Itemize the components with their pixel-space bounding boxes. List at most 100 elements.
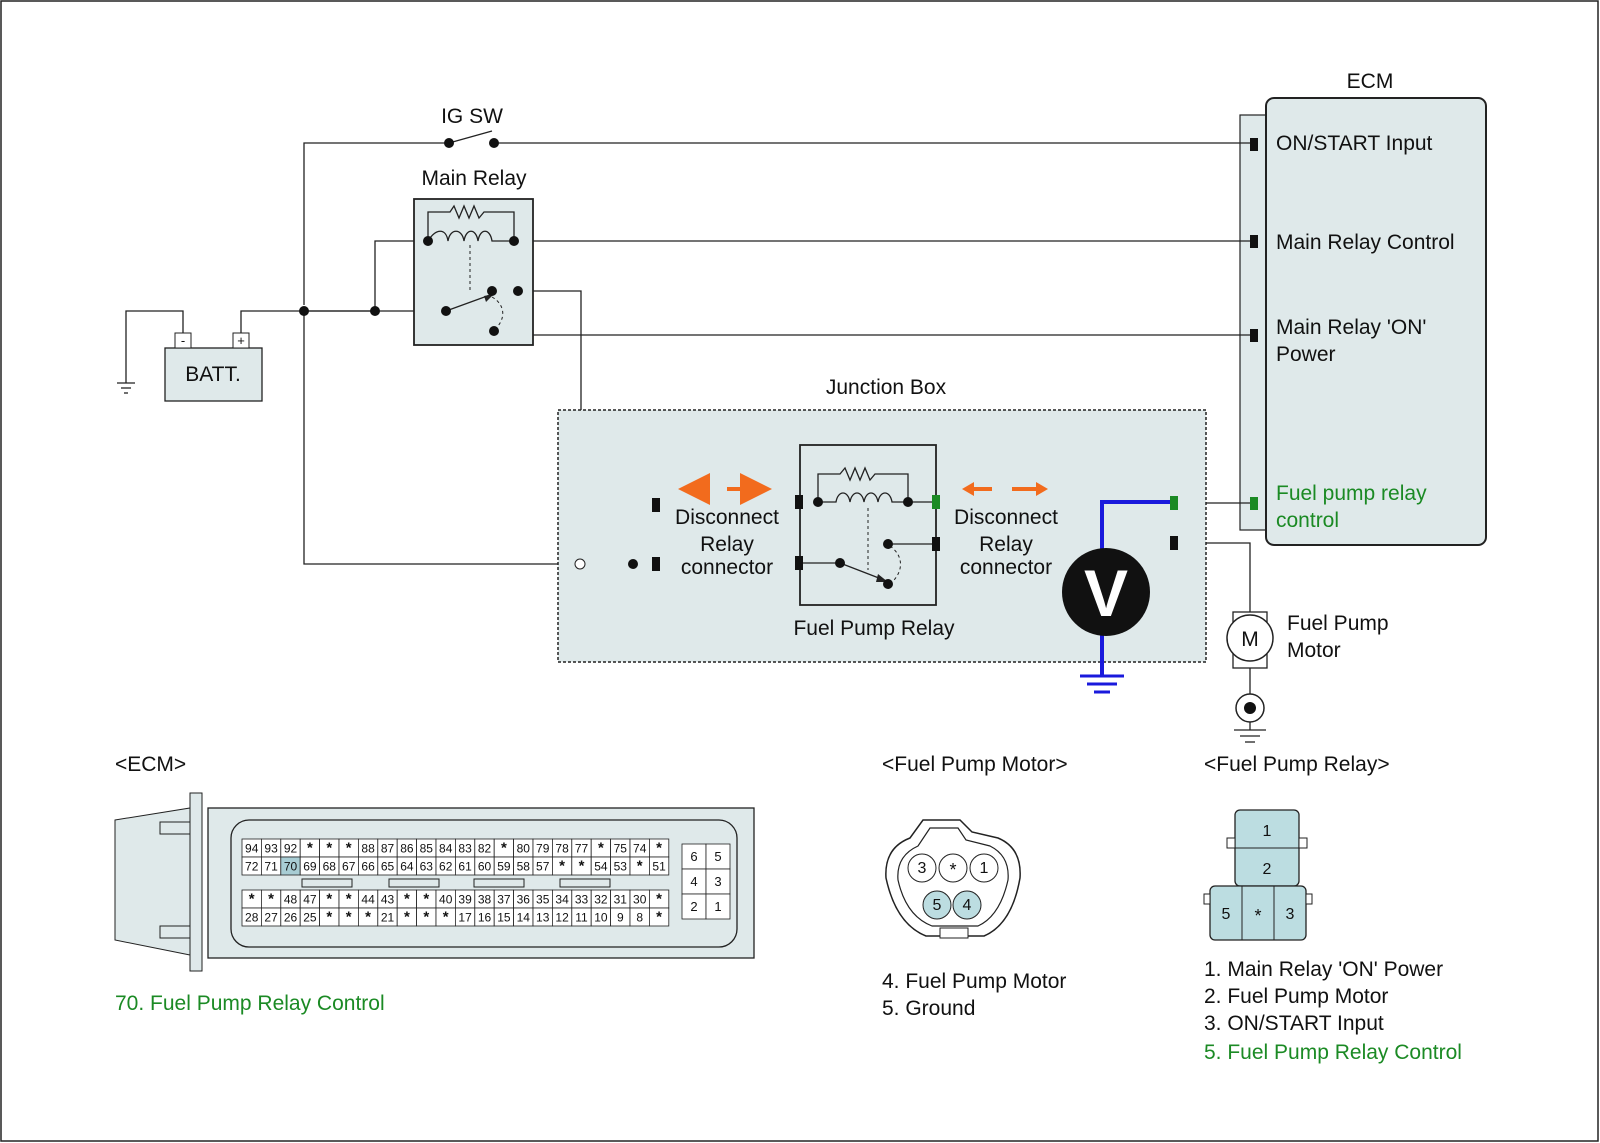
ecm-pin-label: 63 xyxy=(420,860,434,874)
ecm-pin-fuel-pump-relay-control-line2: control xyxy=(1276,509,1339,532)
motor-connector-pin: 4 xyxy=(963,897,972,914)
ecm-pin-label: 57 xyxy=(536,860,550,874)
fuel-pump-relay-connector: <Fuel Pump Relay> 1 2 5 * 3 1. Main Rela… xyxy=(1203,753,1462,1064)
ecm-pin-label: 32 xyxy=(594,893,608,907)
ecm-connector-legend: 70. Fuel Pump Relay Control xyxy=(115,992,385,1015)
ecm-pin-label: * xyxy=(423,891,429,908)
ecm-pin-label: 77 xyxy=(575,842,589,856)
ecm-pin-label: 48 xyxy=(284,893,298,907)
fuel-pump-relay-label: Fuel Pump Relay xyxy=(793,617,955,640)
battery-label: BATT. xyxy=(185,363,241,386)
ecm-side-pin-label: 5 xyxy=(714,849,721,864)
ecm-pin-label: 44 xyxy=(361,893,375,907)
battery: - + BATT. xyxy=(164,332,263,402)
ecm-pin-label: 59 xyxy=(497,860,511,874)
ecm-pin-label: 70 xyxy=(284,860,298,874)
ecm-pin-on-start: ON/START Input xyxy=(1276,132,1433,155)
ecm-side-pin-label: 3 xyxy=(714,874,721,889)
disconnect-relay-connector-left: Disconnect xyxy=(675,506,779,529)
ig-switch-label: IG SW xyxy=(441,105,503,128)
ecm-pin-label: * xyxy=(365,909,371,926)
ecm-pin-label: 30 xyxy=(633,893,647,907)
ecm-pin-label: 16 xyxy=(478,911,492,925)
ecm-pin-label: * xyxy=(443,909,449,926)
ecm-pin-label: 60 xyxy=(478,860,492,874)
motor-connector-pin: * xyxy=(949,860,956,880)
ecm-pin-label: 39 xyxy=(458,893,472,907)
ecm-pin-label: * xyxy=(346,891,352,908)
ecm-pin-label: 64 xyxy=(400,860,414,874)
ecm-side-pin-label: 6 xyxy=(690,849,697,864)
ecm-pin-label: * xyxy=(404,909,410,926)
ecm-pin-label: 31 xyxy=(614,893,628,907)
ecm-pin-label: 65 xyxy=(381,860,395,874)
ecm-pin-label: 15 xyxy=(497,911,511,925)
ecm-pin-label: 33 xyxy=(575,893,589,907)
ecm-pin-label: 87 xyxy=(381,842,395,856)
ecm-pin-label: 8 xyxy=(636,911,643,925)
ecm-pin-label: 14 xyxy=(517,911,531,925)
ecm-connector-key-slot xyxy=(301,878,353,888)
ecm-pin-label: 54 xyxy=(594,860,608,874)
ecm-pin-label: 71 xyxy=(264,860,278,874)
ecm-pin-label: 75 xyxy=(614,842,628,856)
ecm-pin-label: 84 xyxy=(439,842,453,856)
battery-plus-label: + xyxy=(237,333,245,348)
ecm-pin-label: 36 xyxy=(517,893,531,907)
battery-minus-label: - xyxy=(181,333,185,348)
ecm-pin-label: 83 xyxy=(458,842,472,856)
voltmeter-symbol: V xyxy=(1084,556,1128,630)
ecm-pin-label: * xyxy=(326,891,332,908)
ecm-block: ECM ON/START Input Main Relay Control Ma… xyxy=(1239,70,1487,546)
ecm-side-pin-cell xyxy=(681,868,707,895)
relay-connector-legend-item-green: 5. Fuel Pump Relay Control xyxy=(1204,1041,1462,1064)
ecm-pin-label: * xyxy=(346,840,352,857)
ecm-pin-label: 26 xyxy=(284,911,298,925)
voltmeter-icon: V xyxy=(1062,500,1170,694)
ecm-connector-key-slot xyxy=(388,878,440,888)
ecm-pin-label: * xyxy=(656,891,662,908)
ecm-pin-label: 13 xyxy=(536,911,550,925)
relay-connector-pin: 2 xyxy=(1263,861,1272,878)
ecm-side-pin-cell xyxy=(705,893,731,920)
ecm-pin-label: * xyxy=(346,909,352,926)
ecm-pin-label: 58 xyxy=(517,860,531,874)
ecm-side-pin-label: 4 xyxy=(690,874,697,889)
ecm-pin-label: 79 xyxy=(536,842,550,856)
ecm-pin-label: * xyxy=(559,858,565,875)
fuel-pump-motor-connector: <Fuel Pump Motor> 3 * 1 5 4 4. Fuel Pump… xyxy=(882,753,1068,1020)
ecm-pin-label: 27 xyxy=(264,911,278,925)
disconnect-relay-connector-right: Disconnect xyxy=(954,506,1058,529)
ecm-pin-label: 72 xyxy=(245,860,259,874)
ecm-pin-label: 40 xyxy=(439,893,453,907)
main-relay-label: Main Relay xyxy=(421,167,527,190)
relay-connector-pin: * xyxy=(1254,906,1261,926)
ecm-pin-label: * xyxy=(268,891,274,908)
relay-connector-pin: 3 xyxy=(1286,906,1295,923)
ecm-pin-label: 69 xyxy=(303,860,317,874)
relay-connector-legend-item: 2. Fuel Pump Motor xyxy=(1204,985,1388,1008)
ecm-pin-label: 28 xyxy=(245,911,259,925)
ecm-pin-label: * xyxy=(307,840,313,857)
relay-connector-legend-item: 3. ON/START Input xyxy=(1204,1012,1384,1035)
ecm-side-pin-cell xyxy=(705,843,731,870)
junction-box-label: Junction Box xyxy=(826,376,947,399)
ecm-pin-label: 37 xyxy=(497,893,511,907)
motor-connector-title: <Fuel Pump Motor> xyxy=(882,753,1068,776)
ecm-pin-label: 61 xyxy=(458,860,472,874)
ecm-pin-cell xyxy=(649,907,670,927)
motor-connector-pin: 5 xyxy=(933,897,942,914)
ecm-pin-label: * xyxy=(598,840,604,857)
ecm-pin-label: 88 xyxy=(361,842,375,856)
ecm-pin-main-relay-on-power: Main Relay 'ON' xyxy=(1276,316,1426,339)
ecm-pin-label: 68 xyxy=(323,860,337,874)
ecm-pin-label: 51 xyxy=(652,860,666,874)
disconnect-relay-connector-right-line2: Relay xyxy=(979,533,1033,556)
ecm-pin-label: 43 xyxy=(381,893,395,907)
ecm-pin-label: 35 xyxy=(536,893,550,907)
motor-symbol: M xyxy=(1241,628,1259,651)
ecm-pin-label: 82 xyxy=(478,842,492,856)
